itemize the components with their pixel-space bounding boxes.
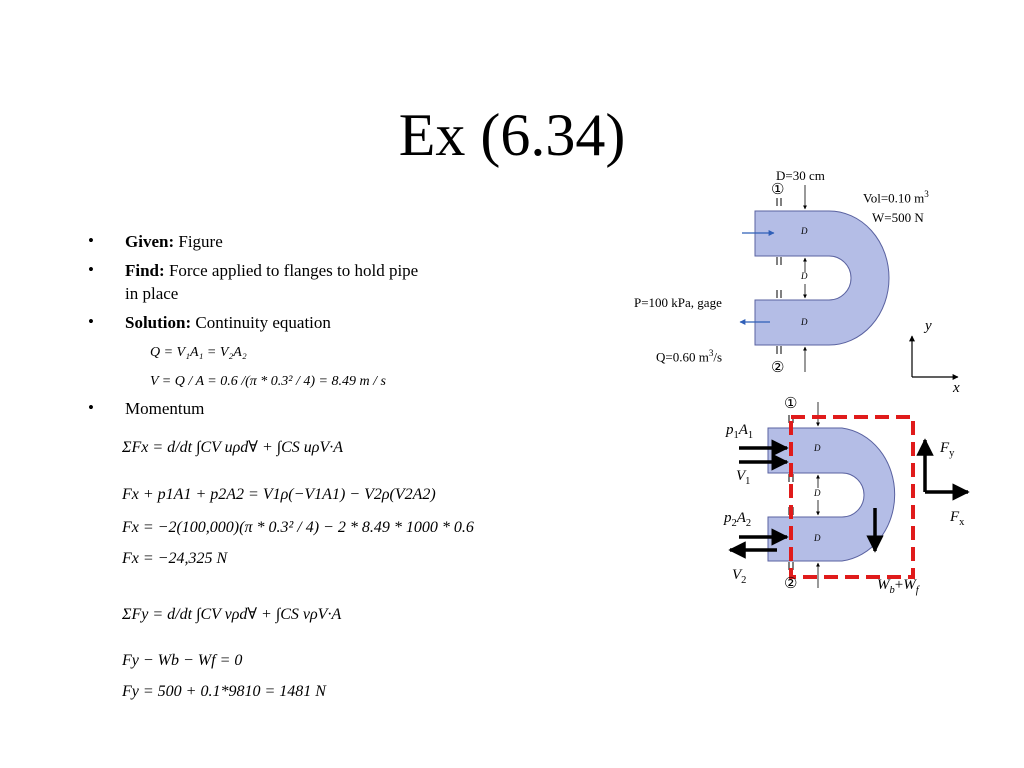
bullet-solution: Solution: Continuity equation [125, 311, 331, 334]
equation-momentum-x-3: Fx = −24,325 N [122, 550, 228, 567]
equation-momentum-y-1: Fy − Wb − Wf = 0 [122, 652, 243, 669]
label-volume-text: Vol=0.10 m [863, 190, 925, 206]
bullet-given: Given: Figure [125, 230, 223, 253]
label-station-1-bottom: ① [784, 396, 798, 412]
label-flow-exp: 3 [708, 348, 714, 358]
label-v2-text: V [732, 567, 742, 583]
equation-momentum-y-general: ΣFy = d/dt ∫CV vρd∀ + ∫CS vρV·A [122, 606, 342, 623]
label-fx-sub: x [959, 517, 965, 528]
label-volume-exp: 3 [924, 189, 929, 199]
label-p1a1: p1A1 [726, 422, 753, 441]
label-fx-text: F [950, 509, 960, 525]
label-station-2-bottom: ② [784, 576, 798, 592]
pipe-bend-bottom [767, 427, 896, 562]
label-d-top-2: D [801, 271, 808, 281]
label-flow-text: Q=0.60 m [656, 349, 709, 365]
label-plus: + [894, 577, 904, 593]
label-wb: W [877, 577, 890, 593]
bullet-momentum: Momentum [125, 399, 205, 418]
label-wb-sub: b [889, 585, 895, 596]
label-a2: A [736, 510, 746, 526]
label-a1-sub: 1 [747, 430, 754, 441]
label-p2: p [724, 510, 732, 526]
equation-momentum-y-2: Fy = 500 + 0.1*9810 = 1481 N [122, 683, 326, 700]
label-d-top-3: D [801, 317, 808, 327]
label-flow-unit: /s [713, 349, 723, 365]
label-wf-sub: f [915, 585, 919, 596]
label-d-bottom-2: D [814, 488, 821, 498]
label-v1-sub: 1 [745, 476, 751, 487]
label-v1: V1 [736, 468, 750, 487]
label-d-bottom-1: D [814, 443, 821, 453]
equation-continuity-1: Q = V₁A₁ = V₂A₂ [150, 345, 247, 360]
label-station-2-top: ② [771, 360, 785, 376]
bullet-given-label: Given: [125, 232, 175, 251]
label-v2-sub: 2 [741, 575, 747, 586]
label-fy: Fy [940, 440, 954, 459]
label-fx: Fx [950, 509, 964, 528]
label-p2-sub: 2 [731, 518, 737, 529]
bullet-mark: • [88, 312, 94, 331]
control-volume [789, 415, 915, 579]
label-a1: A [738, 422, 748, 438]
bullet-find-text-2: in place [125, 284, 179, 303]
equation-momentum-x-2: Fx = −2(100,000)(π * 0.3² / 4) − 2 * 8.4… [122, 519, 474, 536]
label-fy-text: F [940, 440, 950, 456]
bullet-find-text: Force applied to flanges to hold pipe [164, 261, 419, 280]
flange-marks-top [776, 198, 782, 354]
label-v2: V2 [732, 567, 746, 586]
bullet-solution-text: Continuity equation [191, 313, 331, 332]
label-d-top-1: D [801, 226, 808, 236]
bullet-mark: • [88, 398, 94, 417]
label-volume: Vol=0.10 m3 [863, 189, 929, 206]
label-p1-sub: 1 [733, 430, 739, 441]
bullet-given-text: Figure [174, 232, 223, 251]
equation-continuity-2: V = Q / A = 0.6 /(π * 0.3² / 4) = 8.49 m… [150, 374, 386, 389]
bullet-mark: • [88, 231, 94, 250]
label-p2a2: p2A2 [724, 510, 751, 529]
bullet-mark: • [88, 260, 94, 279]
equation-momentum-x-general: ΣFx = d/dt ∫CV uρd∀ + ∫CS uρV·A [122, 439, 344, 456]
label-v1-text: V [736, 468, 746, 484]
equation-momentum-x-1: Fx + p1A1 + p2A2 = V1ρ(−V1A1) − V2ρ(V2A2… [122, 486, 436, 503]
label-d-bottom-3: D [814, 533, 821, 543]
label-a2-sub: 2 [745, 518, 752, 529]
label-fy-sub: y [949, 448, 955, 459]
bullet-solution-label: Solution: [125, 313, 192, 332]
axis-y-label: y [925, 318, 932, 334]
bullet-find-label: Find: [125, 261, 165, 280]
bullet-find: Find: Force applied to flanges to hold p… [125, 259, 418, 305]
pipe-bend-top [754, 210, 890, 346]
label-station-1-top: ① [771, 182, 785, 198]
label-diameter: D=30 cm [776, 168, 825, 183]
label-p1: p [726, 422, 734, 438]
slide-title: Ex (6.34) [398, 102, 626, 168]
label-wf: W [903, 577, 916, 593]
label-flow: Q=0.60 m3/s [656, 348, 722, 365]
axis-x-label: x [953, 380, 960, 396]
label-pressure: P=100 kPa, gage [634, 295, 722, 310]
label-weights: Wb+Wf [877, 577, 919, 596]
label-weight: W=500 N [872, 210, 924, 225]
